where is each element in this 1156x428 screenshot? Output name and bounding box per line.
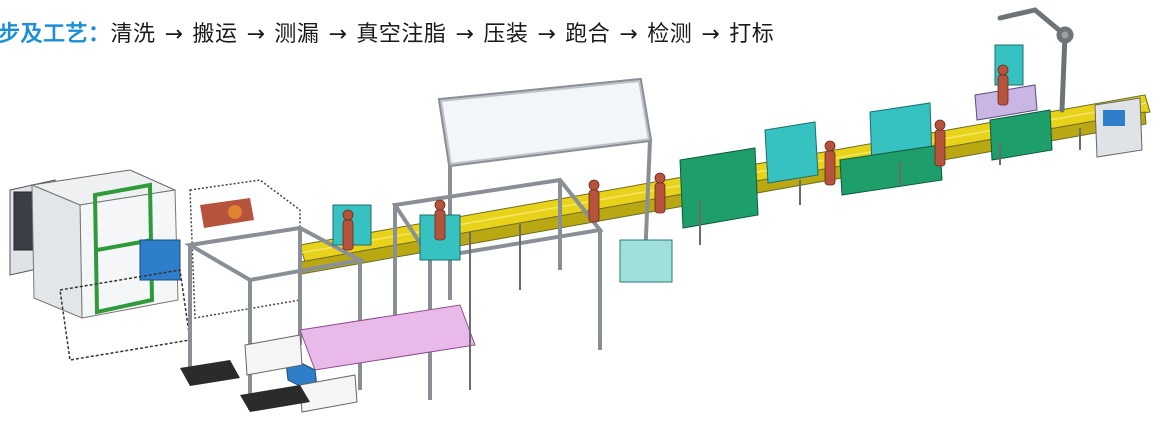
operator-figure-icon bbox=[342, 64, 1009, 251]
arrow-icon: → bbox=[701, 22, 721, 47]
robot-arm-icon bbox=[997, 7, 1074, 113]
cleaning-station bbox=[9, 169, 301, 361]
conveyor-legs bbox=[469, 128, 1081, 390]
arrow-icon: → bbox=[537, 22, 557, 47]
process-step: 测漏 bbox=[274, 22, 320, 47]
arrow-icon: → bbox=[619, 22, 639, 47]
process-step: 打标 bbox=[729, 22, 775, 47]
press-guard bbox=[180, 304, 476, 413]
process-step: 搬运 bbox=[192, 22, 238, 47]
arrow-icon: → bbox=[455, 22, 475, 47]
process-step: 真空注脂 bbox=[356, 22, 447, 47]
arrow-icon: → bbox=[164, 22, 184, 47]
process-step: 跑合 bbox=[565, 22, 611, 47]
arrow-icon: → bbox=[246, 22, 266, 47]
process-title: 步及工艺：清洗 → 搬运 → 测漏 → 真空注脂 → 压装 → 跑合 → 检测 → 打标 bbox=[0, 20, 774, 50]
process-step: 检测 bbox=[647, 22, 693, 47]
process-step: 清洗 bbox=[110, 22, 156, 47]
process-step: 压装 bbox=[483, 22, 529, 47]
arrow-icon: → bbox=[328, 22, 348, 47]
process-label: 步及工艺： bbox=[0, 22, 111, 47]
